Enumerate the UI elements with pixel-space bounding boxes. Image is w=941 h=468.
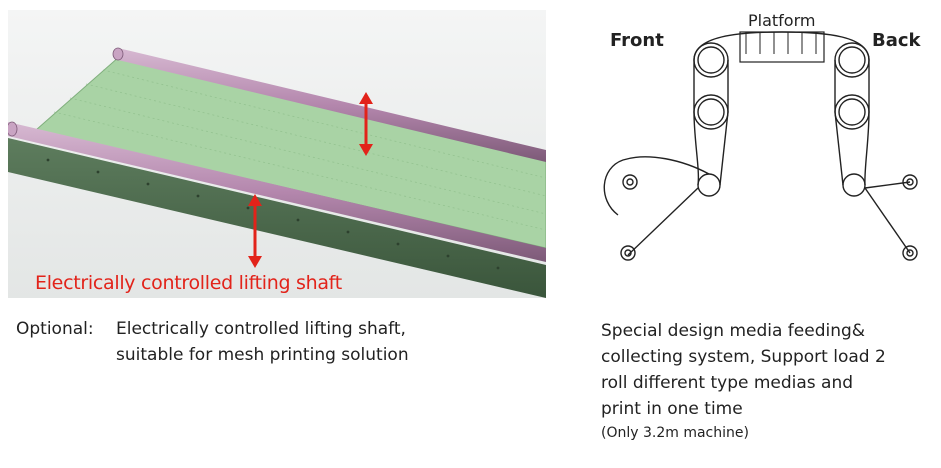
- platform-label: Platform: [748, 11, 816, 30]
- lift-arrow-lower: [248, 194, 262, 268]
- front-guide-roller: [697, 173, 721, 197]
- right-caption: Special design media feeding& collecting…: [601, 318, 931, 444]
- media-feeding-diagram: Platform Front Back: [588, 10, 931, 280]
- right-caption-line-3: roll different type medias and: [601, 373, 854, 393]
- back-feed-roll: [902, 174, 918, 190]
- front-feed-roll: [603, 156, 710, 216]
- far-rail: [118, 48, 546, 162]
- back-label: Back: [872, 30, 921, 51]
- right-caption-line-2: collecting system, Support load 2: [601, 347, 886, 367]
- lifting-shaft-label: Electrically controlled lifting shaft: [35, 272, 342, 294]
- platform-box: [739, 31, 825, 63]
- back-take-up-roll: [902, 245, 918, 261]
- front-label: Front: [610, 30, 664, 51]
- back-roller-mid: [834, 94, 870, 130]
- front-take-up-roll: [620, 245, 636, 261]
- side-frame: [8, 138, 546, 298]
- conveyor-bed-drawing: [8, 10, 546, 298]
- left-caption-prefix: Optional:: [16, 319, 94, 339]
- right-caption-line-4: print in one time: [601, 399, 743, 419]
- lifting-shaft-illustration: Electrically controlled lifting shaft: [8, 10, 546, 298]
- left-caption-line-1: Electrically controlled lifting shaft,: [116, 319, 406, 339]
- front-roller-mid: [693, 94, 729, 130]
- near-rail: [8, 122, 546, 262]
- back-guide-roller: [842, 173, 866, 197]
- right-caption-line-1: Special design media feeding&: [601, 321, 866, 341]
- right-caption-note: (Only 3.2m machine): [601, 425, 749, 441]
- left-caption-line-2: suitable for mesh printing solution: [116, 345, 409, 365]
- roller-schematic: [603, 31, 918, 261]
- lift-arrow-upper: [359, 92, 373, 156]
